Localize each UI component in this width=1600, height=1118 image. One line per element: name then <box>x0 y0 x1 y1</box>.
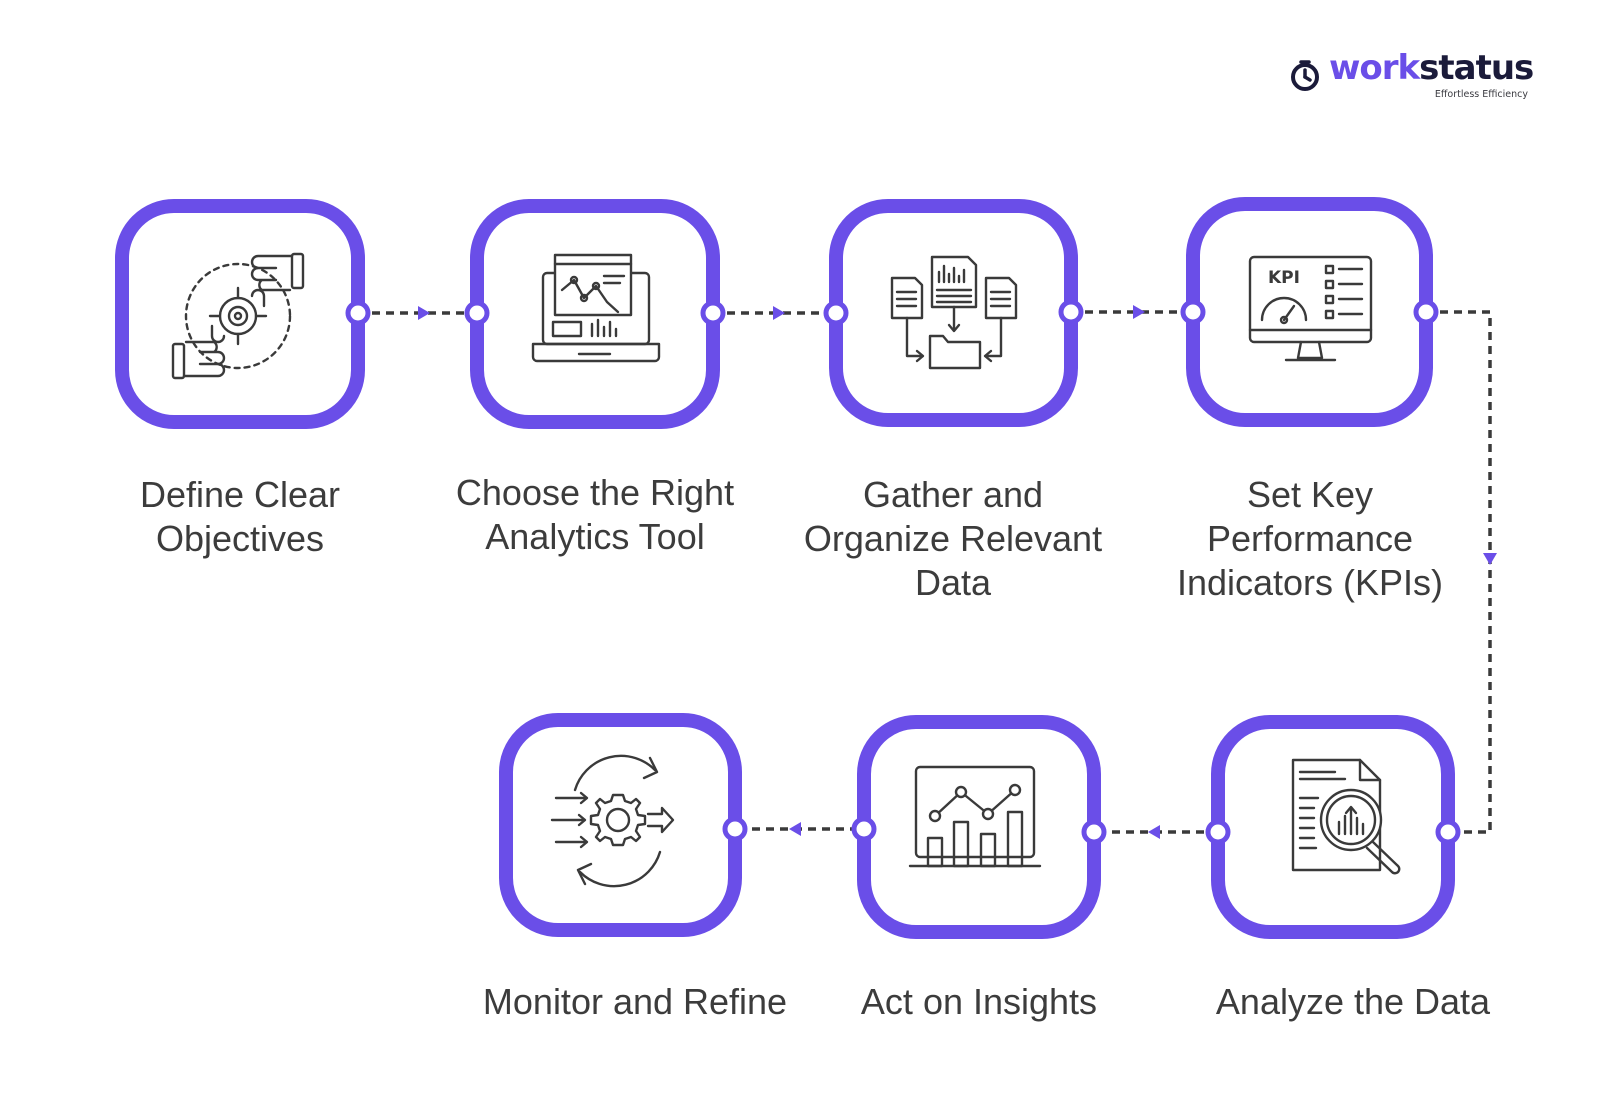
step-card-2 <box>470 199 720 429</box>
connector-nodes <box>345 299 1461 845</box>
kpi-monitor-icon: KPI <box>1248 255 1373 362</box>
step-card-3 <box>829 199 1078 427</box>
document-magnifier-icon <box>1291 758 1401 875</box>
step-label-1: Define Clear Objectives <box>139 474 341 559</box>
laptop-analytics-icon <box>531 253 661 363</box>
step-card-1 <box>115 199 365 429</box>
svg-text:KPI: KPI <box>1268 268 1300 288</box>
node-7-in <box>722 816 748 842</box>
documents-folder-icon <box>890 255 1018 370</box>
step-label-3: Gather and Organize Relevant Data <box>803 474 1103 603</box>
step-label-5: Analyze the Data <box>1215 981 1491 1022</box>
arrow-right-2 <box>773 306 785 320</box>
brand-tagline: Effortless Efficiency <box>1434 89 1528 100</box>
step-card-7 <box>499 713 742 937</box>
step-card-4: KPI <box>1186 197 1433 427</box>
node-4-out <box>1413 299 1439 325</box>
brand-name-part1: work <box>1329 48 1420 88</box>
node-3-in <box>823 300 849 326</box>
arrow-right-1 <box>418 306 430 320</box>
node-2-in <box>464 300 490 326</box>
brand-name-part2: status <box>1419 48 1534 88</box>
target-hands-icon <box>171 252 305 380</box>
arrow-down-4 <box>1483 553 1497 565</box>
step-card-5 <box>1211 715 1455 939</box>
node-1-out <box>345 300 371 326</box>
direction-arrows <box>418 305 1497 839</box>
step-label-2: Choose the Right Analytics Tool <box>455 472 735 557</box>
brand-name: workstatus <box>1329 48 1534 88</box>
node-3-out <box>1058 299 1084 325</box>
node-2-out <box>700 300 726 326</box>
arrow-right-3 <box>1133 305 1145 319</box>
step-card-6 <box>857 715 1101 939</box>
gear-cycle-icon <box>550 754 675 888</box>
connector-4-5 <box>1426 310 1492 834</box>
arrow-left-5 <box>1148 825 1160 839</box>
connectors <box>358 310 1492 834</box>
step-label-7: Monitor and Refine <box>482 981 788 1022</box>
node-5-in <box>1435 819 1461 845</box>
arrow-left-6 <box>789 822 801 836</box>
brand-logo: workstatus Effortless Efficiency <box>1288 48 1534 104</box>
node-4-in <box>1180 299 1206 325</box>
chart-board-icon <box>908 765 1042 868</box>
step-label-6: Act on Insights <box>860 981 1098 1022</box>
stopwatch-icon <box>1291 60 1319 91</box>
node-6-out <box>851 816 877 842</box>
step-label-4: Set Key Performance Indicators (KPIs) <box>1176 474 1444 603</box>
node-5-out <box>1205 819 1231 845</box>
node-6-in <box>1081 819 1107 845</box>
